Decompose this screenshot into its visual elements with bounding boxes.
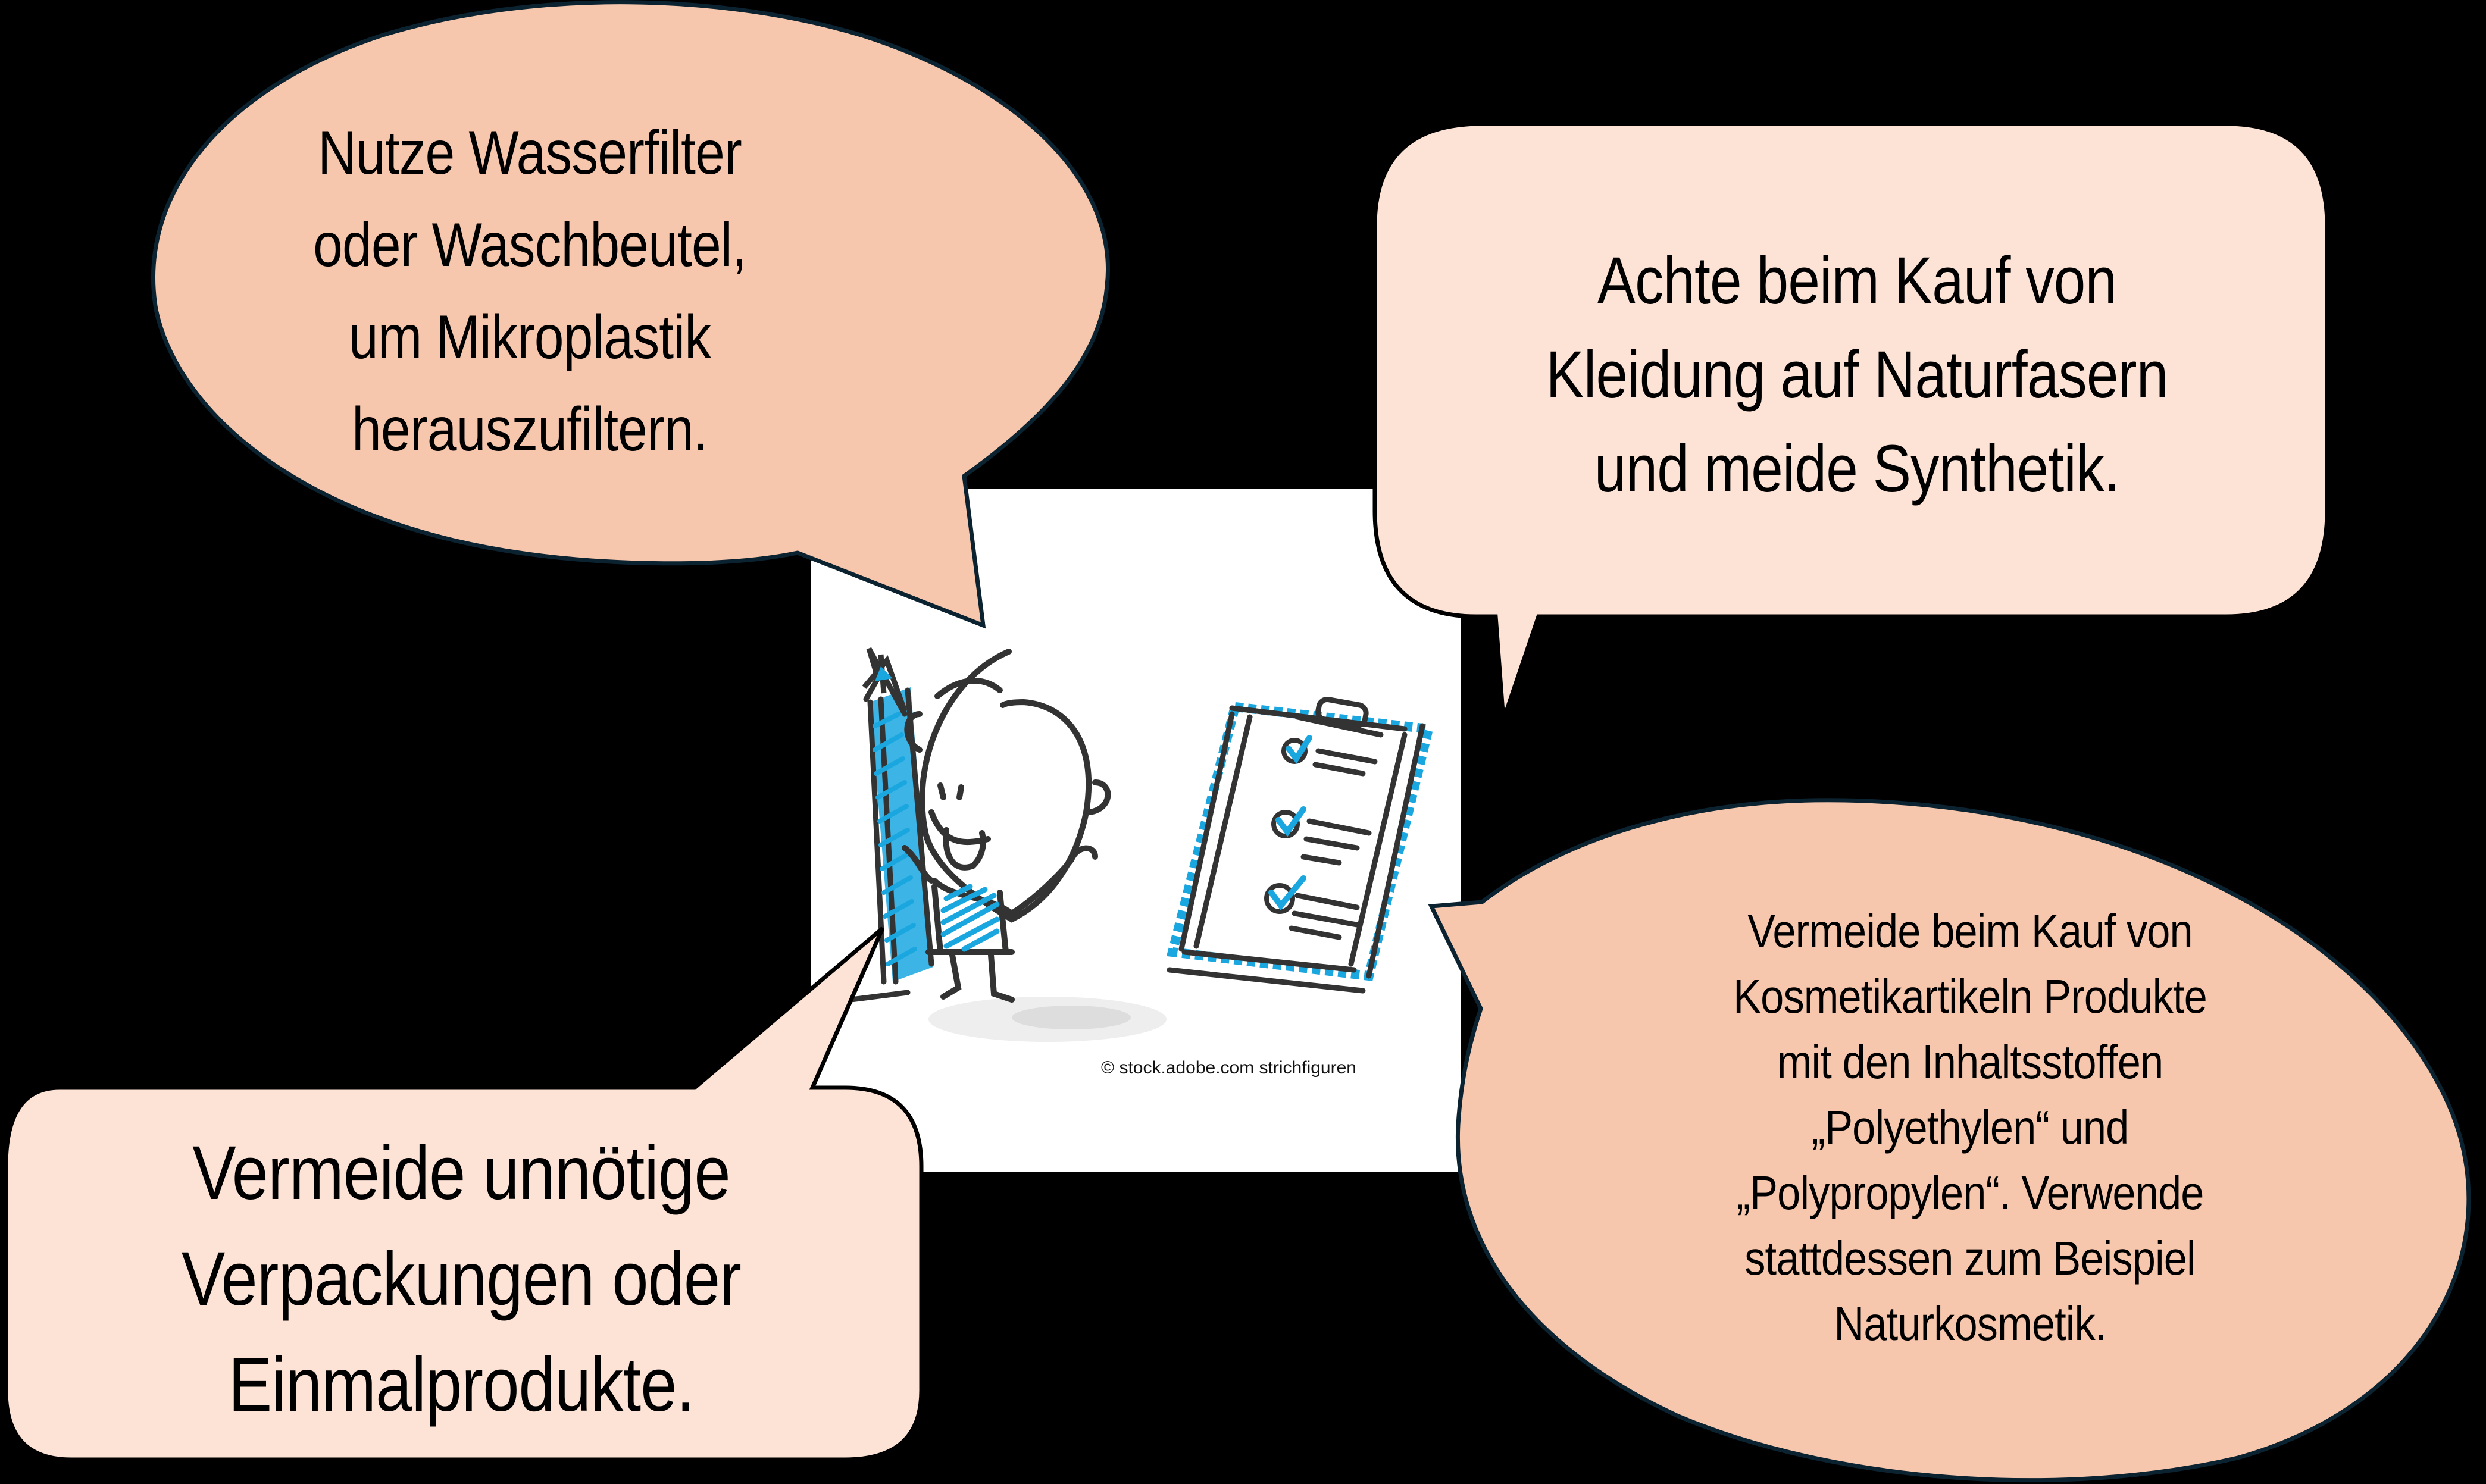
bubble-bottom-right-shape [1428, 798, 2471, 1483]
clipboard-checklist-icon [1166, 697, 1434, 994]
bubble-line: Kosmetikartikeln Produkte [1733, 970, 2207, 1023]
bubble-line: Achte beim Kauf von [1597, 243, 2117, 318]
bubble-line: „Polypropylen“. Verwende [1736, 1166, 2204, 1219]
bubble-line: stattdessen zum Beispiel [1744, 1232, 2196, 1285]
bubble-line: herauszufiltern. [352, 395, 708, 464]
bubble-top-right-fill [1372, 121, 2329, 721]
bubble-line: Naturkosmetik. [1834, 1297, 2106, 1350]
bubble-top-left-shape [151, 0, 1110, 629]
bubble-top-right-text: Achte beim Kauf von Kleidung auf Naturfa… [1458, 226, 2256, 524]
bubble-line: Vermeide unnötige [192, 1131, 730, 1216]
bubble-line: mit den Inhaltsstoffen [1777, 1035, 2163, 1088]
shirt-scribble-icon [940, 884, 1000, 952]
bubble-bottom-left-shape [4, 926, 924, 1462]
bubble-line: Vermeide beim Kauf von [1747, 904, 2193, 957]
bubble-bottom-right-text: Vermeide beim Kauf von Kosmetikartikeln … [1598, 896, 2342, 1360]
bubble-line: Nutze Wasserfilter [318, 118, 742, 187]
bubble-top-left-text: Nutze Wasserfilter oder Waschbeutel, um … [294, 101, 765, 482]
bubble-line: Kleidung auf Naturfasern [1546, 337, 2169, 412]
bubble-line: Verpackungen oder [181, 1236, 742, 1322]
bubble-line: „Polyethylen“ und [1811, 1101, 2129, 1154]
bubble-line: Einmalprodukte. [228, 1342, 695, 1427]
bubble-bottom-left-text: Vermeide unnötige Verpackungen oder Einm… [85, 1113, 837, 1446]
image-credit: © stock.adobe.com strichfiguren [1101, 1058, 1356, 1078]
bubble-line: um Mikroplastik [348, 303, 711, 372]
bubble-line: oder Waschbeutel, [313, 211, 747, 280]
bubble-line: und meide Synthetik. [1594, 431, 2120, 506]
checkmark-icon [1264, 735, 1312, 914]
